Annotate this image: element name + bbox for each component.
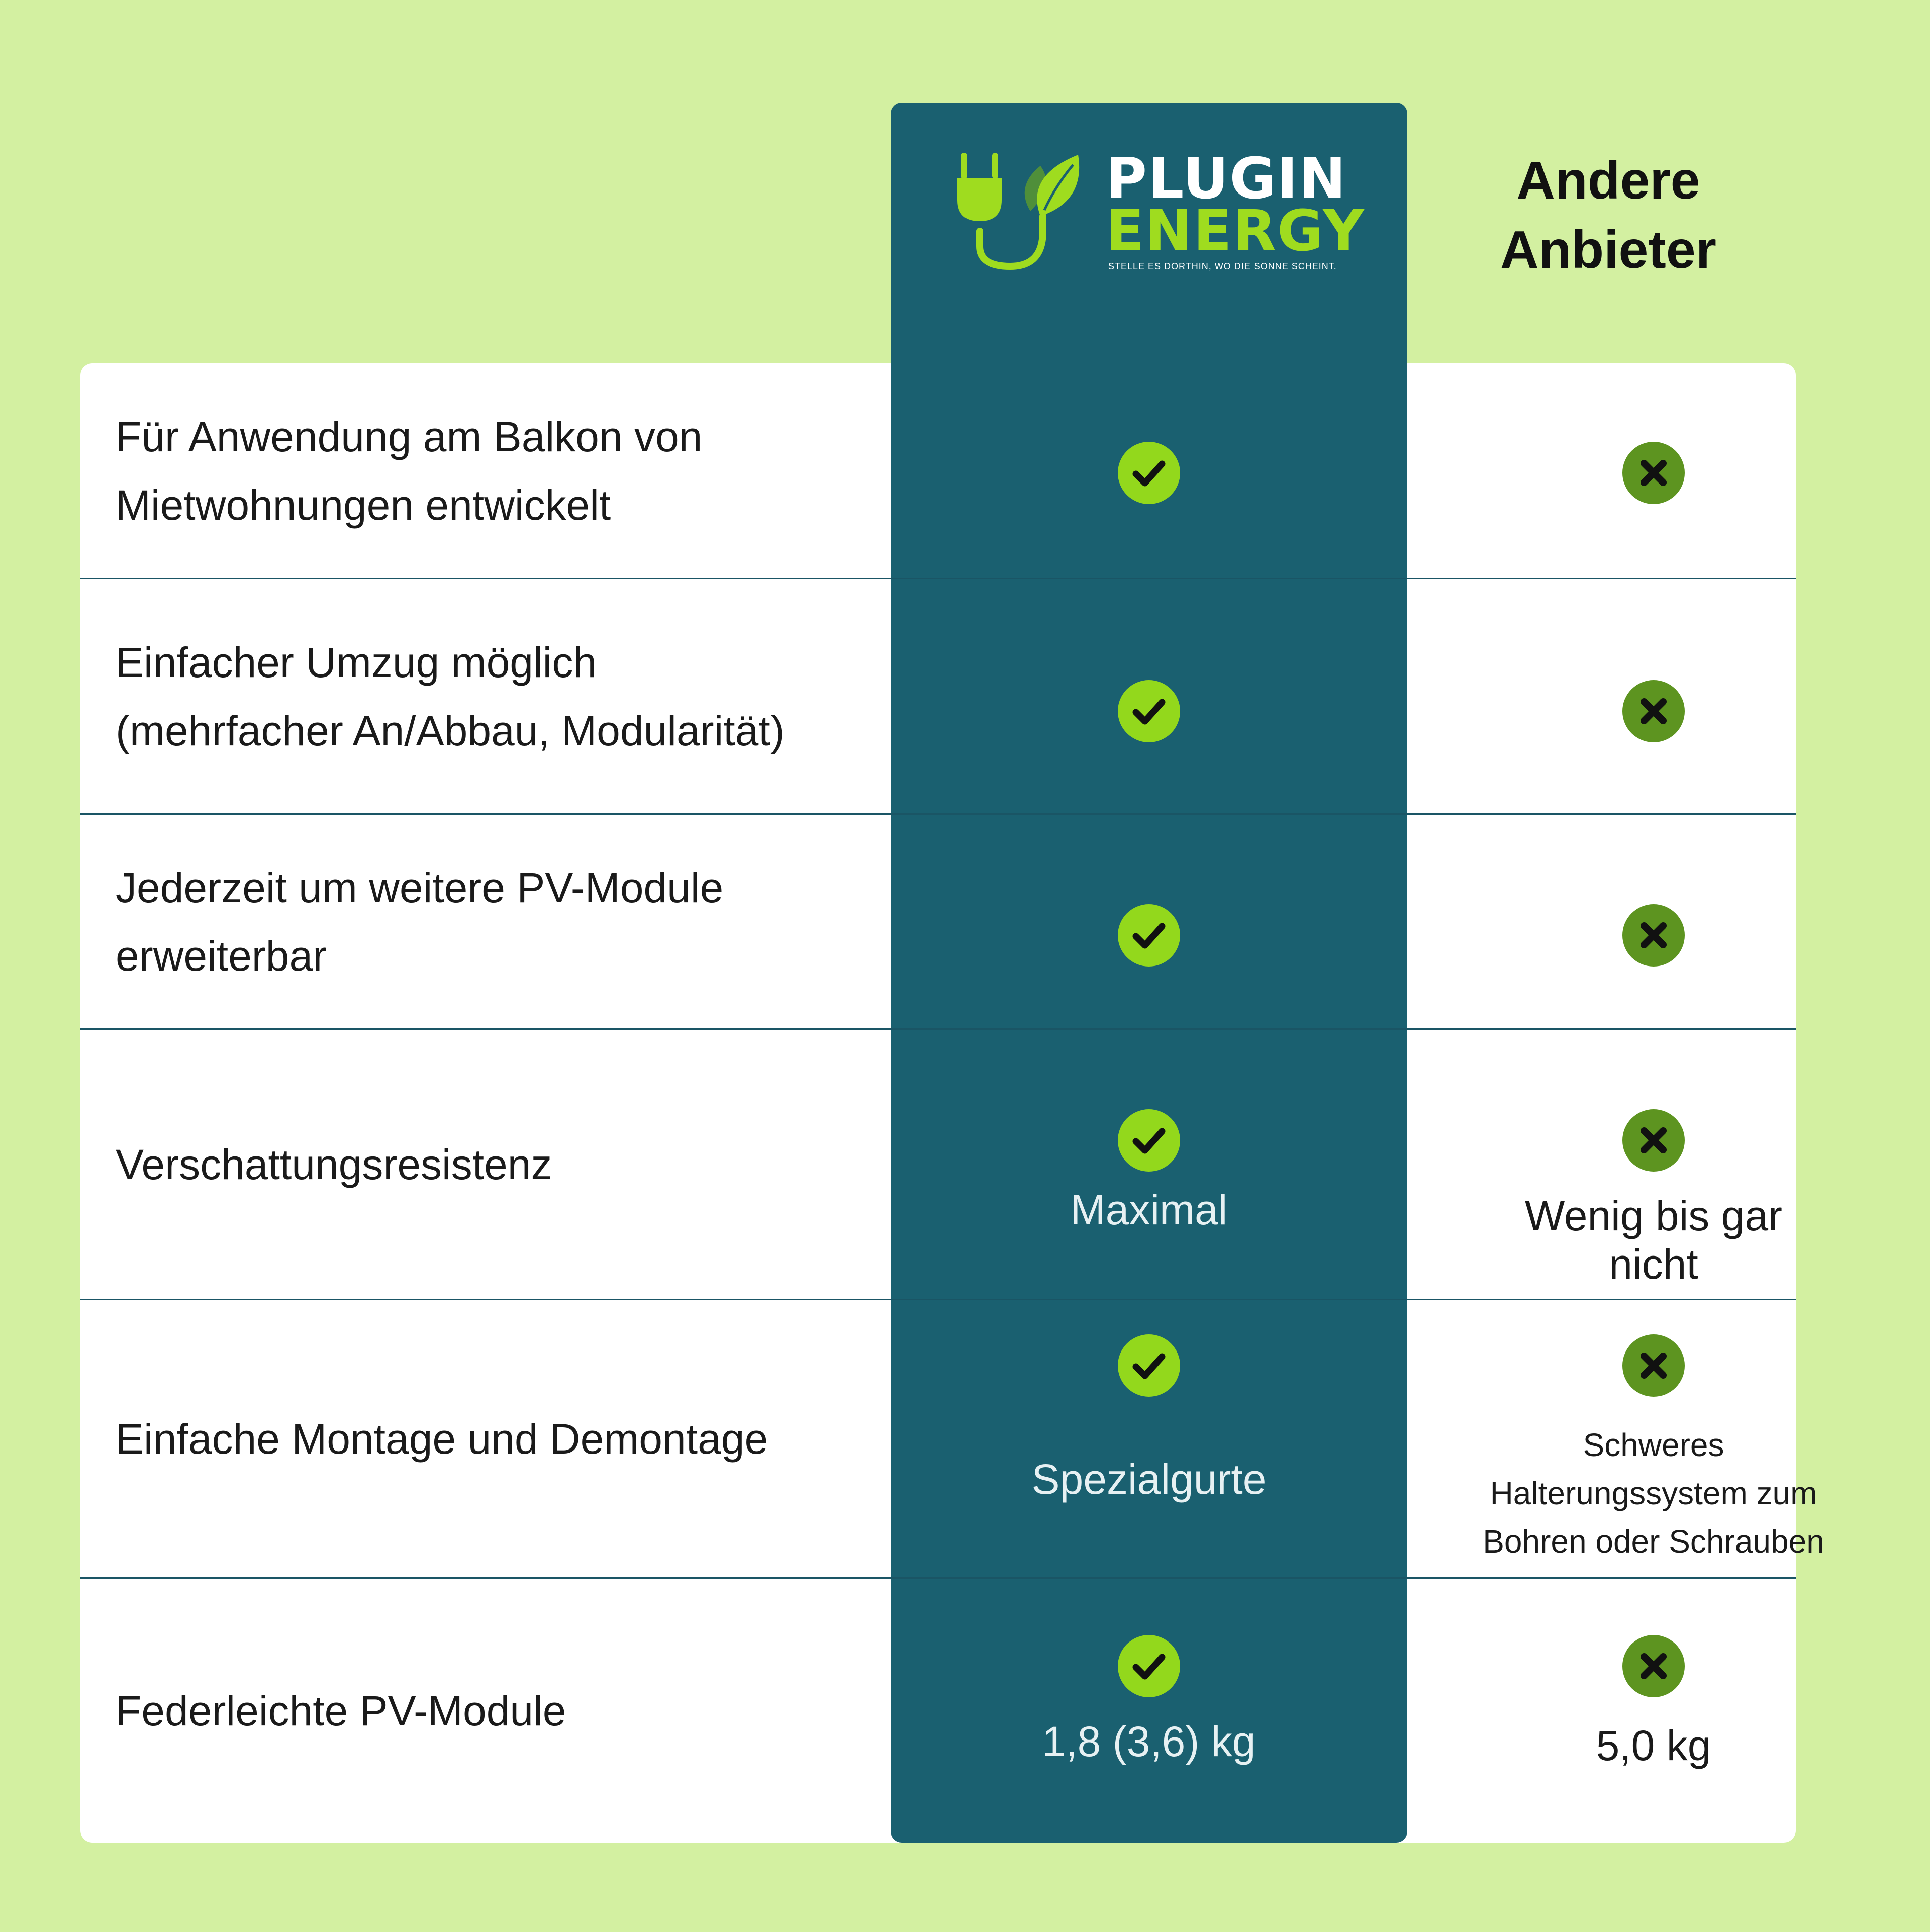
plug-leaf-icon: [957, 153, 1080, 270]
comparison-row: Jederzeit um weitere PV-Module erweiterb…: [80, 815, 1796, 1028]
feature-line: Mietwohnungen entwickelt: [116, 481, 611, 529]
other-cell: 5,0 kg: [1407, 1579, 1900, 1843]
comparison-row: Einfache Montage und Demontage Spezialgu…: [80, 1300, 1824, 1577]
comparison-row: Verschattungsresistenz Maximal Wenig bis…: [80, 1030, 1796, 1299]
brand-logo: PLUGIN ENERGY STELLE ES DORTHIN, WO DIE …: [955, 146, 1364, 276]
other-providers-header: Andere Anbieter: [1407, 146, 1809, 284]
brand-note: Maximal: [1070, 1186, 1228, 1233]
other-note: Bohren oder Schrauben: [1483, 1523, 1824, 1560]
comparison-row: Federleichte PV-Module 1,8 (3,6) kg 5,0 …: [80, 1579, 1796, 1843]
brand-note: 1,8 (3,6) kg: [1042, 1718, 1256, 1765]
comparison-row: Für Anwendung am Balkon von Mietwohnunge…: [80, 363, 1796, 578]
other-note: Schweres: [1583, 1427, 1724, 1463]
other-header-line2: Anbieter: [1500, 220, 1716, 279]
brand-cell: Spezialgurte: [891, 1300, 1407, 1577]
brand-column: [891, 103, 1407, 1843]
comparison-row: Einfacher Umzug möglich (mehrfacher An/A…: [80, 579, 1796, 813]
brand-cell: [891, 363, 1407, 578]
other-cell: Wenig bis gar nicht: [1407, 1030, 1900, 1299]
cross-icon: [1622, 442, 1685, 504]
check-icon: [1118, 1109, 1180, 1172]
brand-cell: [891, 815, 1407, 1028]
other-note: nicht: [1609, 1240, 1698, 1288]
feature-line: Jederzeit um weitere PV-Module: [116, 863, 724, 911]
feature-label: Einfacher Umzug möglich (mehrfacher An/A…: [116, 628, 900, 765]
feature-label: Einfache Montage und Demontage: [116, 1405, 900, 1473]
check-icon: [1118, 904, 1180, 967]
brand-cell: 1,8 (3,6) kg: [891, 1579, 1407, 1843]
cross-icon: [1622, 904, 1685, 967]
row-divider: [80, 1577, 1796, 1579]
feature-line: Verschattungsresistenz: [116, 1140, 552, 1188]
feature-line: Federleichte PV-Module: [116, 1687, 566, 1734]
cross-icon: [1622, 1334, 1685, 1397]
other-note: 5,0 kg: [1596, 1722, 1711, 1769]
feature-label: Für Anwendung am Balkon von Mietwohnunge…: [116, 403, 900, 539]
other-cell: Schweres Halterungssystem zum Bohren ode…: [1407, 1300, 1900, 1577]
check-icon: [1118, 1635, 1180, 1697]
other-note: Halterungssystem zum: [1490, 1475, 1817, 1511]
other-note: Wenig bis gar: [1524, 1192, 1783, 1239]
check-icon: [1118, 442, 1180, 504]
brand-note: Spezialgurte: [1031, 1456, 1267, 1503]
other-cell: [1407, 579, 1900, 813]
row-divider: [80, 1028, 1796, 1030]
brand-tagline: STELLE ES DORTHIN, WO DIE SONNE SCHEINT.: [1108, 261, 1337, 271]
brand-name-line2: ENERGY: [1106, 199, 1365, 264]
row-divider: [80, 813, 1796, 815]
feature-line: Für Anwendung am Balkon von: [116, 413, 703, 460]
feature-label: Jederzeit um weitere PV-Module erweiterb…: [116, 853, 900, 990]
feature-line: Einfache Montage und Demontage: [116, 1415, 768, 1463]
cross-icon: [1622, 1109, 1685, 1172]
feature-line: (mehrfacher An/Abbau, Modularität): [116, 707, 785, 754]
feature-line: Einfacher Umzug möglich: [116, 638, 597, 686]
other-cell: [1407, 363, 1900, 578]
other-header-line1: Andere: [1516, 151, 1700, 210]
check-icon: [1118, 680, 1180, 742]
brand-cell: Maximal: [891, 1030, 1407, 1299]
brand-name-line1: PLUGIN: [1106, 146, 1347, 212]
other-cell: [1407, 815, 1900, 1028]
feature-label: Verschattungsresistenz: [116, 1130, 900, 1199]
cross-icon: [1622, 1635, 1685, 1697]
row-divider: [80, 1299, 1796, 1300]
feature-label: Federleichte PV-Module: [116, 1677, 900, 1745]
brand-cell: [891, 579, 1407, 813]
feature-line: erweiterbar: [116, 932, 327, 980]
row-divider: [80, 578, 1796, 579]
cross-icon: [1622, 680, 1685, 742]
check-icon: [1118, 1334, 1180, 1397]
